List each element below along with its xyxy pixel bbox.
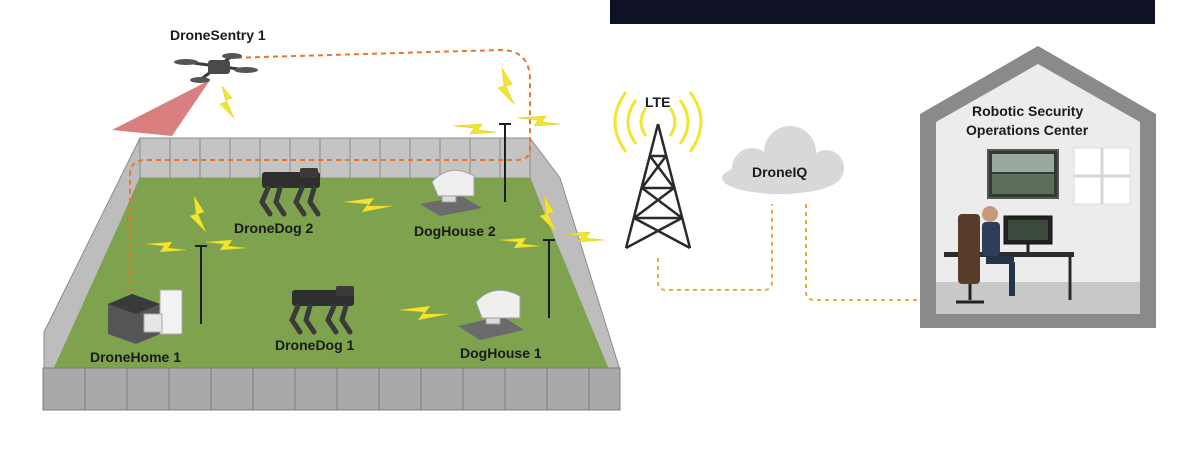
robot-dog-icon [259, 168, 321, 217]
lightning-icon [145, 67, 605, 321]
monitor-icon [987, 149, 1059, 199]
soc-label-line2: Operations Center [966, 122, 1089, 138]
doghouse-icon [458, 289, 524, 340]
robot-dog-icon [289, 286, 354, 335]
back-fence [139, 137, 531, 179]
drone-dog-1-label: DroneDog 1 [275, 337, 355, 353]
cloud-icon [722, 126, 844, 194]
antenna-pole [195, 123, 555, 324]
drone-icon [112, 53, 258, 136]
patrol-path [129, 48, 531, 290]
soc-label-line1: Robotic Security [972, 103, 1083, 119]
drone-home-icon [108, 289, 183, 344]
operator-icon [956, 206, 1015, 304]
doghouse-1-label: DogHouse 1 [460, 345, 542, 361]
lte-tower-icon [613, 91, 703, 250]
cloud-label: DroneIQ [752, 164, 807, 180]
drone-dog-2-label: DroneDog 2 [234, 220, 314, 236]
drone-sentry-label: DroneSentry 1 [170, 27, 266, 43]
doghouse-icon [420, 169, 482, 216]
top-image-strip [610, 0, 1155, 24]
front-fence [42, 367, 621, 411]
doghouse-2-label: DogHouse 2 [414, 223, 496, 239]
network-link [657, 204, 920, 301]
operations-center [920, 46, 1156, 328]
drone-home-label: DroneHome 1 [90, 349, 181, 365]
lte-label: LTE [645, 94, 670, 110]
drone-camera-beam [112, 80, 210, 136]
window-icon [1073, 147, 1131, 205]
